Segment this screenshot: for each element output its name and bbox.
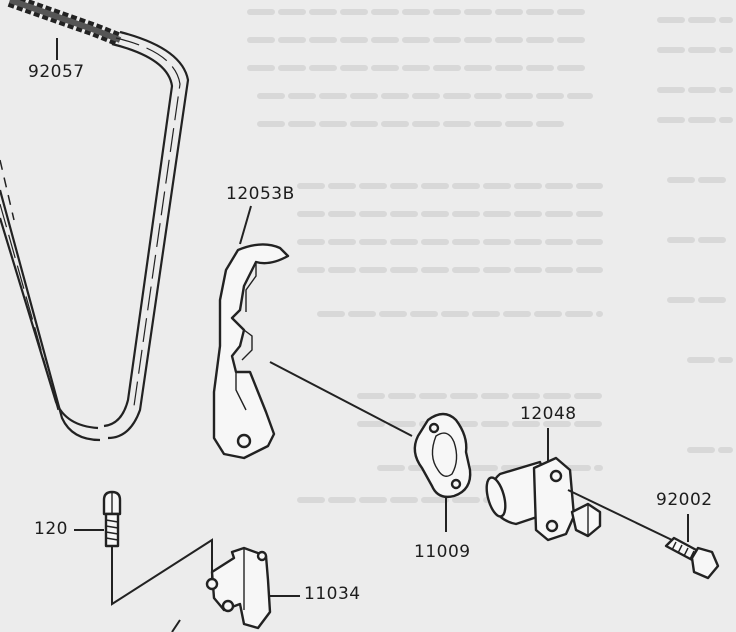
assembly-line — [567, 489, 673, 541]
chain-guide — [212, 205, 290, 460]
gasket — [413, 412, 472, 532]
bracket — [171, 546, 300, 632]
part-number-12048: 12048 — [520, 404, 577, 424]
assembly-line — [269, 361, 413, 437]
bolt-tensioner — [664, 514, 720, 580]
part-number-92002: 92002 — [656, 490, 713, 510]
background-bleed-through — [247, 9, 733, 503]
part-number-92057: 92057 — [28, 62, 85, 82]
cam-chain — [0, 0, 190, 442]
bolt-bracket — [74, 490, 213, 606]
part-number-120: 120 — [34, 519, 68, 539]
part-number-11009: 11009 — [414, 542, 471, 562]
tensioner — [485, 428, 602, 542]
part-number-12053b: 12053B — [226, 184, 295, 204]
part-number-11034: 11034 — [304, 584, 361, 604]
